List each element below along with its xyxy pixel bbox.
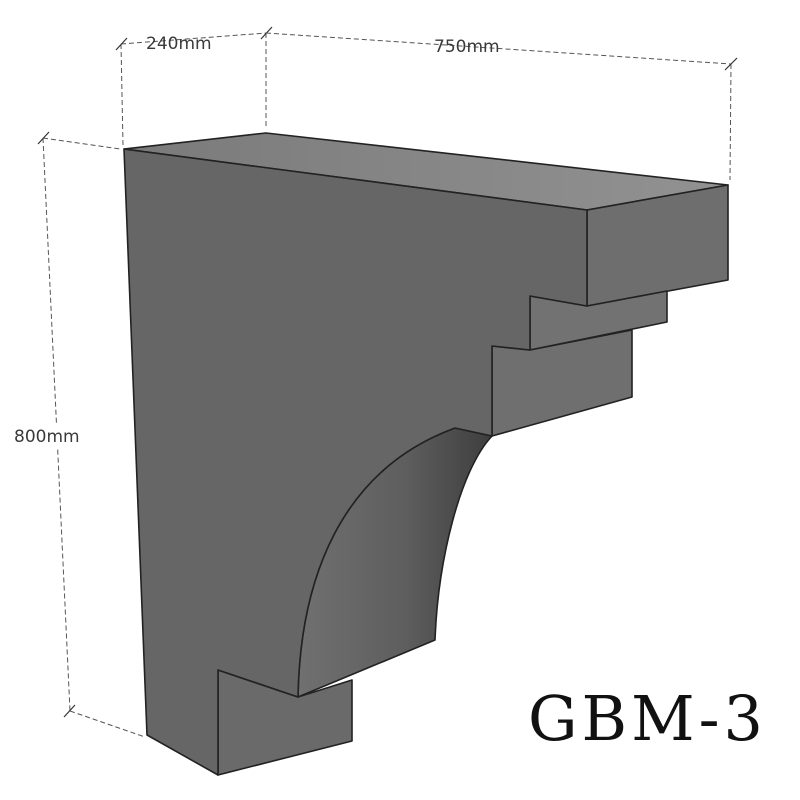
bracket-model bbox=[123, 132, 729, 776]
height-dimension-label: 800mm bbox=[14, 427, 80, 447]
bracket-front-face bbox=[123, 148, 588, 776]
model-code: GBM-3 bbox=[528, 682, 767, 755]
dimension-depth: 240mm bbox=[115, 26, 273, 146]
dimension-height: 800mm bbox=[12, 131, 146, 738]
length-dimension-label: 750mm bbox=[434, 37, 500, 57]
dimension-length: 750mm bbox=[265, 32, 738, 181]
depth-dimension-label: 240mm bbox=[146, 34, 212, 54]
